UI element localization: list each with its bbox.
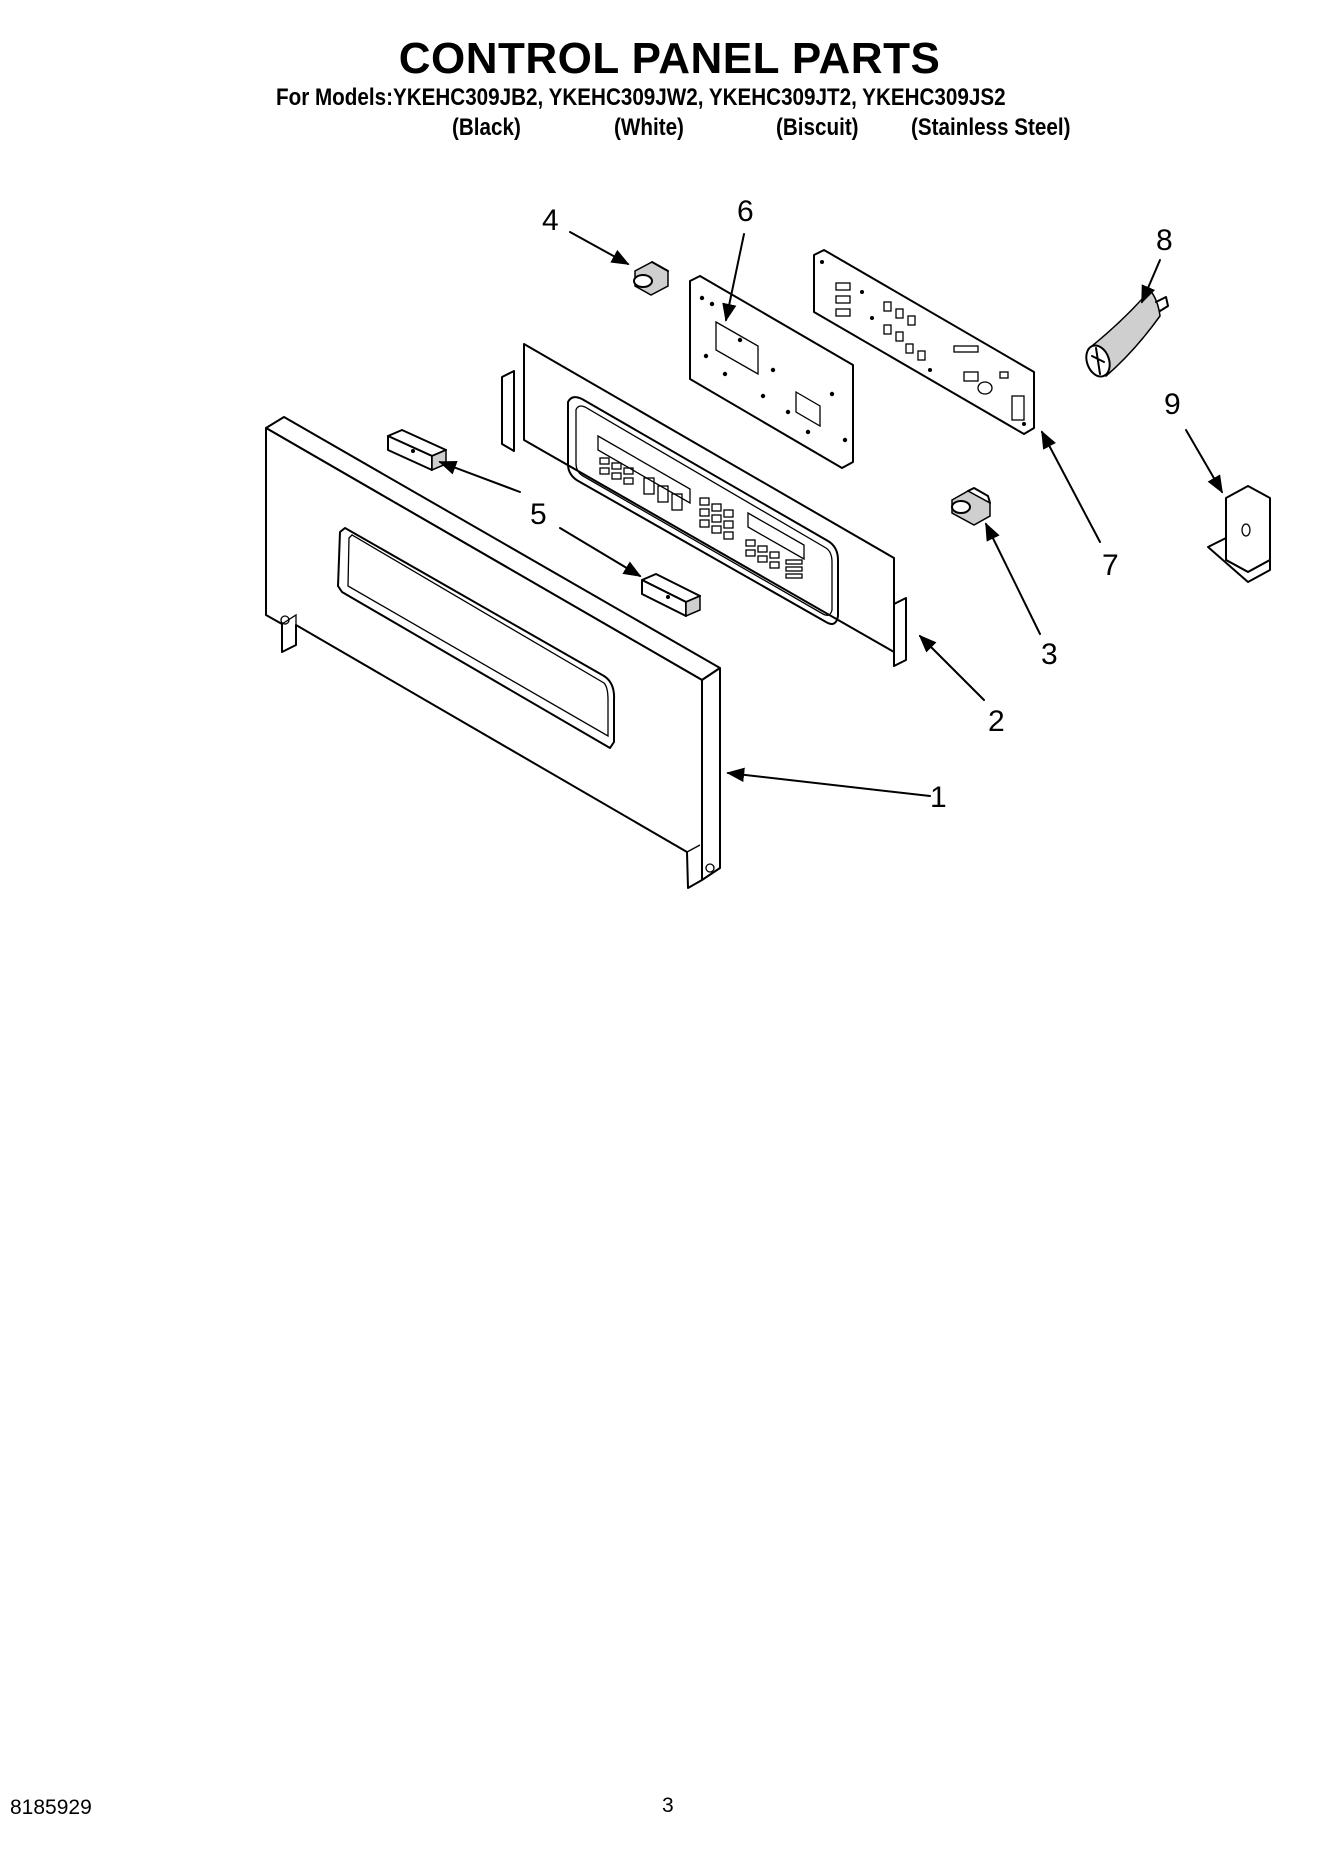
part-1-control-panel-trim: [265, 416, 721, 889]
part-9-bracket: [1207, 485, 1271, 583]
callout-4: 4: [542, 204, 559, 237]
part-8-knob: [1085, 288, 1169, 378]
page-number: 3: [662, 1794, 674, 1817]
part-2-control-panel: [501, 343, 907, 667]
variant-biscuit: (Biscuit): [776, 114, 859, 141]
callout-6: 6: [737, 195, 754, 228]
callout-9: 9: [1164, 388, 1181, 421]
variant-white: (White): [614, 114, 684, 141]
callout-7: 7: [1102, 549, 1119, 582]
callout-3: 3: [1041, 638, 1058, 671]
part-7-control-board: [813, 249, 1035, 435]
variant-stainless-steel: (Stainless Steel): [911, 114, 1071, 141]
part-5-magnet-left: [387, 429, 447, 472]
callout-2: 2: [988, 705, 1005, 738]
document-number: 8185929: [10, 1796, 92, 1819]
callout-5: 5: [530, 498, 547, 531]
part-3-spacer: [951, 487, 991, 526]
part-5-magnet-right: [641, 573, 701, 618]
part-4-spacer: [633, 261, 669, 296]
leader-lines: [438, 231, 1223, 797]
part-6-board-cover: [689, 275, 854, 469]
callout-1: 1: [930, 781, 947, 814]
variant-black: (Black): [452, 114, 521, 141]
page-title: CONTROL PANEL PARTS: [398, 34, 941, 83]
models-line: For Models:YKEHC309JB2, YKEHC309JW2, YKE…: [276, 84, 1006, 111]
callout-8: 8: [1156, 224, 1173, 257]
